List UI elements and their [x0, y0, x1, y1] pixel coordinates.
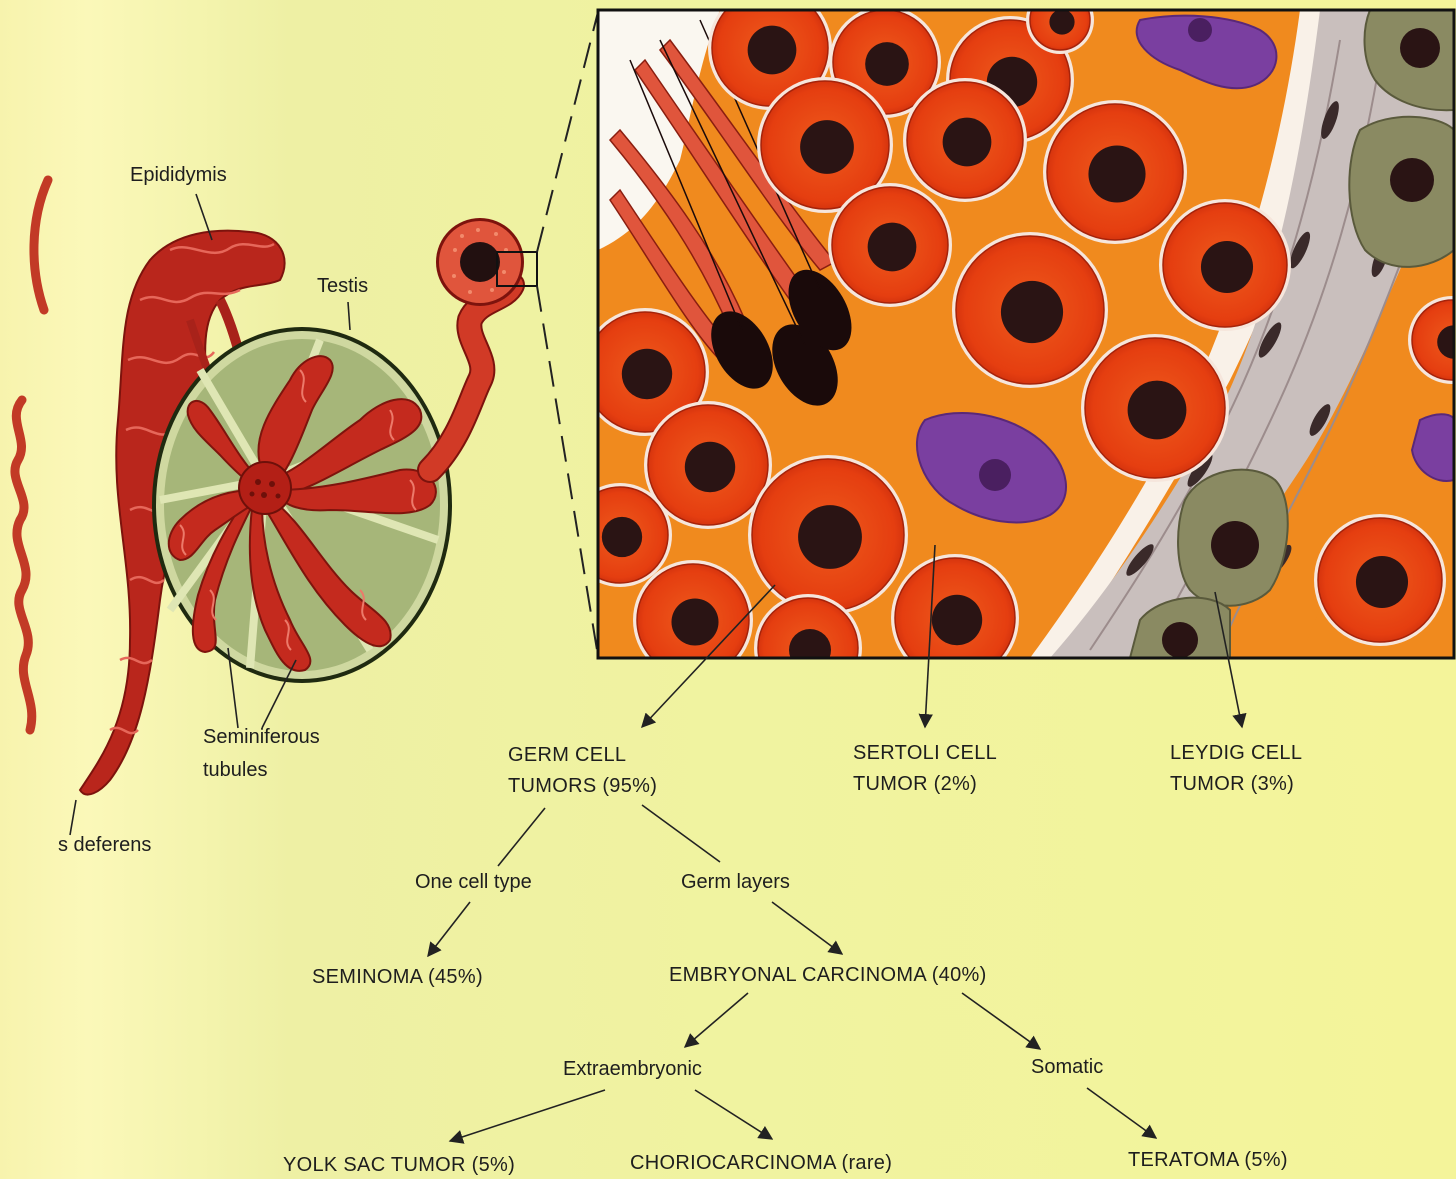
leydig-cell-tumor-line2: TUMOR (3%) [1170, 769, 1294, 799]
germ-cell-nucleus [868, 223, 917, 272]
branch-germ-layers: Germ layers [681, 867, 790, 897]
seminoma-label: SEMINOMA (45%) [312, 962, 483, 992]
sertoli-cell-tumor-line1: SERTOLI CELL [853, 738, 997, 768]
embryonal-carcinoma-label: EMBRYONAL CARCINOMA (40%) [669, 960, 987, 990]
vas-deferens-coil [15, 180, 48, 730]
germ-cell-nucleus [685, 442, 735, 492]
label-seminiferous-line2: tubules [203, 755, 268, 785]
zoom-lines [537, 12, 598, 656]
germ-cell-nucleus [1001, 281, 1063, 343]
germ-cell-nucleus [1049, 9, 1074, 34]
germ-cell-tumors-line1: GERM CELL [508, 740, 626, 770]
germ-cell-nucleus [1356, 556, 1408, 608]
germ-cell-nucleus [789, 629, 831, 671]
germ-cell-nucleus [1201, 241, 1253, 293]
leydig-cell-tumor-line1: LEYDIG CELL [1170, 738, 1302, 768]
branch-somatic: Somatic [1031, 1052, 1103, 1082]
branch-one-cell-type: One cell type [415, 867, 532, 897]
germ-cell-nucleus [932, 595, 982, 645]
testis [152, 327, 452, 683]
choriocarcinoma-label: CHORIOCARCINOMA (rare) [630, 1148, 892, 1178]
isolated-tubule [430, 218, 537, 470]
germ-cell-nucleus [800, 120, 854, 174]
germ-cell-nucleus [1128, 381, 1187, 440]
label-epididymis: Epididymis [130, 160, 227, 190]
germ-cell-nucleus [798, 505, 862, 569]
germ-cell-nucleus [602, 517, 642, 557]
label-seminiferous-line1: Seminiferous [203, 722, 320, 752]
germ-cell-tumors-line2: TUMORS (95%) [508, 771, 657, 801]
yolk-sac-tumor-label: YOLK SAC TUMOR (5%) [283, 1150, 515, 1180]
germ-cell-nucleus [622, 349, 672, 399]
germ-cell-nucleus [748, 26, 797, 75]
label-vas-deferens: s deferens [58, 830, 151, 860]
sertoli-cell-tumor-line2: TUMOR (2%) [853, 769, 977, 799]
branch-extraembryonic: Extraembryonic [563, 1054, 702, 1084]
germ-cell-nucleus [865, 42, 909, 86]
germ-cell-nucleus [1088, 145, 1145, 202]
label-testis: Testis [317, 271, 368, 301]
teratoma-label: TERATOMA (5%) [1128, 1145, 1288, 1175]
germ-cell-nucleus [943, 118, 992, 167]
germ-cell-nucleus [671, 598, 718, 645]
